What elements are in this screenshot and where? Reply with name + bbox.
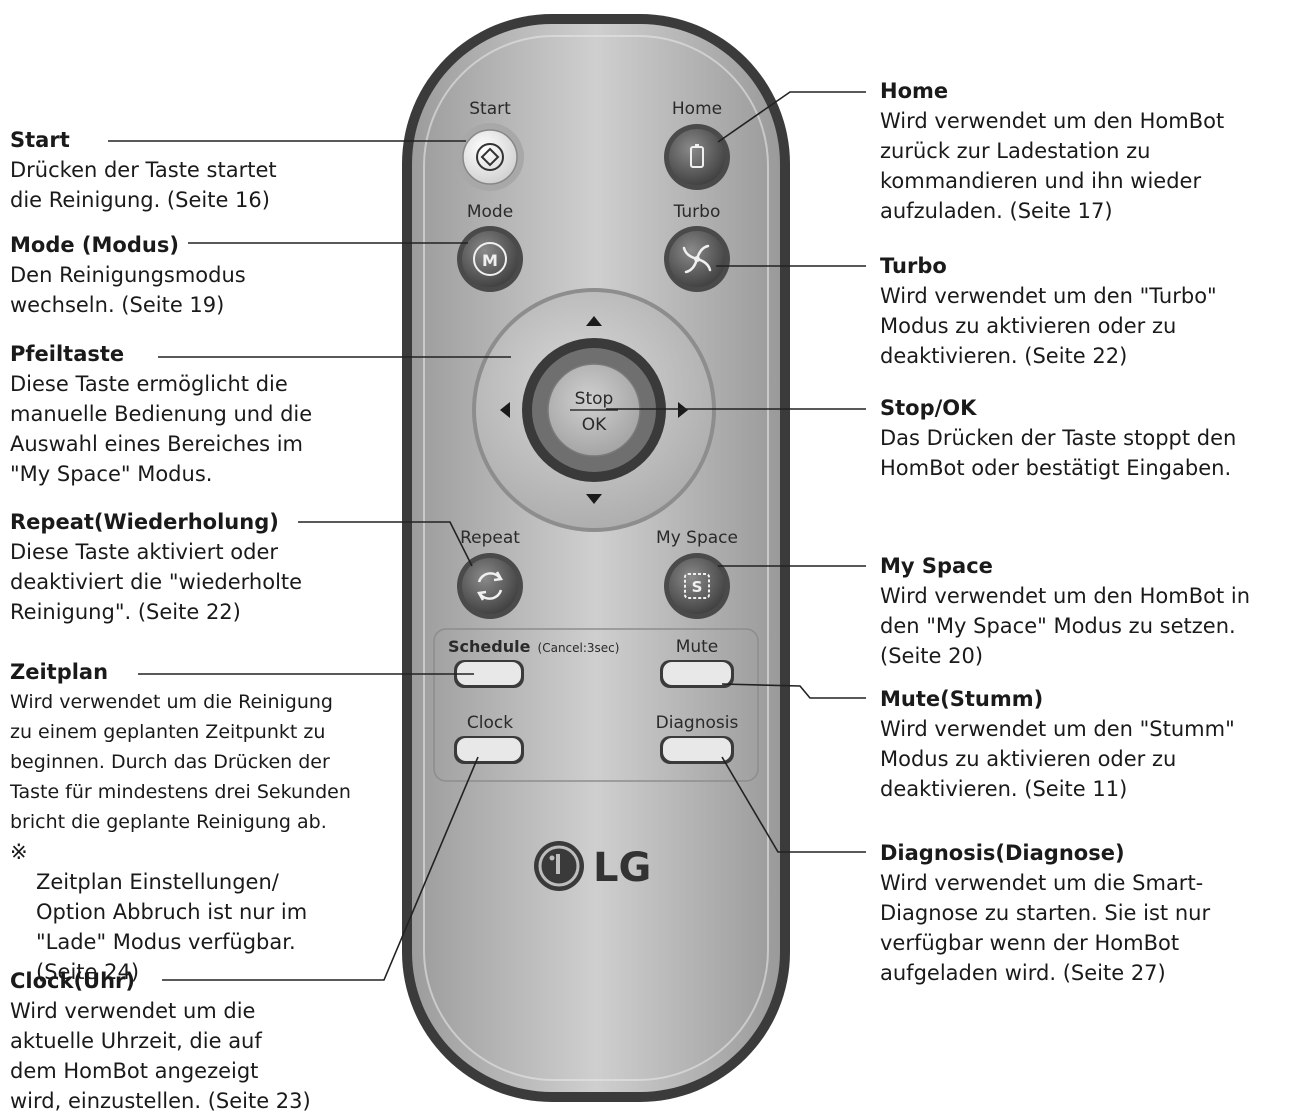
schedule-label-main: Schedule	[448, 637, 531, 656]
mode-button[interactable]: M	[457, 226, 523, 292]
annotation-turbo: Turbo Wird verwendet um den "Turbo" Modu…	[880, 251, 1300, 371]
annotation-home: Home Wird verwendet um den HomBot zurück…	[880, 76, 1300, 226]
stop-label: Stop	[575, 389, 614, 409]
repeat-label: Repeat	[460, 528, 520, 548]
annotation-mode-desc: Den Reinigungsmodus wechseln. (Seite 19)	[10, 263, 246, 317]
annotation-home-title: Home	[880, 79, 949, 103]
annotation-clock: Clock(Uhr) Wird verwendet um die aktuell…	[10, 966, 370, 1116]
annotation-mute: Mute(Stumm) Wird verwendet um den "Stumm…	[880, 684, 1300, 804]
myspace-icon-letter: S	[692, 578, 703, 596]
arrow-down-icon[interactable]	[586, 494, 602, 504]
diagnosis-label: Diagnosis	[656, 713, 739, 733]
lower-button-panel	[433, 628, 759, 782]
annotation-schedule-desc: Wird verwendet um die Reinigung zu einem…	[10, 691, 351, 833]
annotation-start-desc: Drücken der Taste startet die Reinigung.…	[10, 158, 277, 212]
leader-repeat	[298, 521, 473, 567]
diagnosis-button[interactable]	[660, 736, 734, 764]
annotation-stopok: Stop/OK Das Drücken der Taste stoppt den…	[880, 393, 1300, 483]
myspace-icon: S	[684, 573, 710, 599]
stop-ok-button[interactable]: Stop OK	[522, 338, 666, 482]
leader-home	[717, 91, 866, 143]
lg-logo: LG	[534, 841, 651, 891]
note-mark: ※	[10, 840, 28, 864]
start-label: Start	[469, 99, 511, 119]
annotation-myspace-desc: Wird verwendet um den HomBot in den "My …	[880, 584, 1251, 668]
home-button[interactable]	[664, 124, 730, 190]
annotation-repeat-title: Repeat(Wiederholung)	[10, 510, 279, 534]
arrow-right-icon[interactable]	[678, 402, 688, 418]
arrow-left-icon[interactable]	[500, 402, 510, 418]
annotation-start-title: Start	[10, 128, 70, 152]
annotation-arrow: Pfeiltaste Diese Taste ermöglicht die ma…	[10, 339, 390, 489]
annotation-turbo-desc: Wird verwendet um den "Turbo" Modus zu a…	[880, 284, 1217, 368]
annotation-mode: Mode (Modus) Den Reinigungsmodus wechsel…	[10, 230, 350, 320]
myspace-label: My Space	[656, 528, 738, 548]
annotation-start: Start Drücken der Taste startet die Rein…	[10, 125, 350, 215]
start-button[interactable]	[456, 123, 524, 191]
remote-body-inner	[412, 24, 780, 1092]
battery-icon	[690, 144, 704, 168]
leader-mute	[721, 683, 866, 699]
annotation-arrow-desc: Diese Taste ermöglicht die manuelle Bedi…	[10, 372, 313, 486]
mute-button[interactable]	[660, 660, 734, 688]
leader-diagnosis	[721, 756, 866, 853]
annotation-mute-title: Mute(Stumm)	[880, 687, 1044, 711]
clock-label: Clock	[467, 713, 513, 733]
arrow-up-icon[interactable]	[586, 316, 602, 326]
mode-icon: M	[473, 242, 507, 276]
annotation-stopok-desc: Das Drücken der Taste stoppt den HomBot …	[880, 426, 1237, 480]
annotation-clock-desc: Wird verwendet um die aktuelle Uhrzeit, …	[10, 999, 311, 1113]
annotation-diagnosis-desc: Wird verwendet um die Smart- Diagnose zu…	[880, 871, 1211, 985]
remote-body-face	[423, 35, 769, 1081]
clock-button[interactable]	[454, 736, 524, 764]
repeat-icon	[477, 571, 503, 601]
annotation-repeat: Repeat(Wiederholung) Diese Taste aktivie…	[10, 507, 390, 627]
annotation-mute-desc: Wird verwendet um den "Stumm" Modus zu a…	[880, 717, 1235, 801]
turbo-fan-icon	[682, 244, 712, 274]
leader-lines	[108, 91, 866, 981]
annotation-home-desc: Wird verwendet um den HomBot zurück zur …	[880, 109, 1225, 223]
annotation-mode-title: Mode (Modus)	[10, 233, 179, 257]
schedule-label-cancel: (Cancel:3sec)	[538, 641, 620, 655]
turbo-label: Turbo	[673, 202, 721, 222]
annotation-arrow-title: Pfeiltaste	[10, 342, 125, 366]
annotation-diagnosis-title: Diagnosis(Diagnose)	[880, 841, 1125, 865]
brand-name: LG	[593, 845, 651, 891]
annotation-schedule-note: ※ Zeitplan Einstellungen/ Option Abbruch …	[10, 837, 410, 987]
annotation-turbo-title: Turbo	[880, 254, 947, 278]
schedule-button[interactable]	[454, 660, 524, 688]
annotation-schedule: Zeitplan Wird verwendet um die Reinigung…	[10, 657, 410, 987]
annotation-myspace-title: My Space	[880, 554, 993, 578]
myspace-button[interactable]: S	[664, 553, 730, 619]
annotation-clock-title: Clock(Uhr)	[10, 969, 136, 993]
leader-clock	[162, 756, 479, 981]
turbo-button[interactable]	[664, 226, 730, 292]
annotation-schedule-note-text: Zeitplan Einstellungen/ Option Abbruch i…	[36, 870, 308, 984]
start-icon	[476, 143, 504, 171]
ok-label: OK	[582, 415, 607, 435]
mode-icon-letter: M	[482, 251, 498, 270]
annotation-stopok-title: Stop/OK	[880, 396, 977, 420]
mute-label: Mute	[676, 637, 719, 657]
annotation-diagnosis: Diagnosis(Diagnose) Wird verwendet um di…	[880, 838, 1300, 988]
annotation-myspace: My Space Wird verwendet um den HomBot in…	[880, 551, 1304, 671]
annotation-repeat-desc: Diese Taste aktiviert oder deaktiviert d…	[10, 540, 303, 624]
schedule-label: Schedule (Cancel:3sec)	[448, 637, 619, 656]
repeat-button[interactable]	[457, 553, 523, 619]
annotation-schedule-title: Zeitplan	[10, 660, 109, 684]
home-label: Home	[672, 99, 722, 119]
mode-label: Mode	[467, 202, 513, 222]
